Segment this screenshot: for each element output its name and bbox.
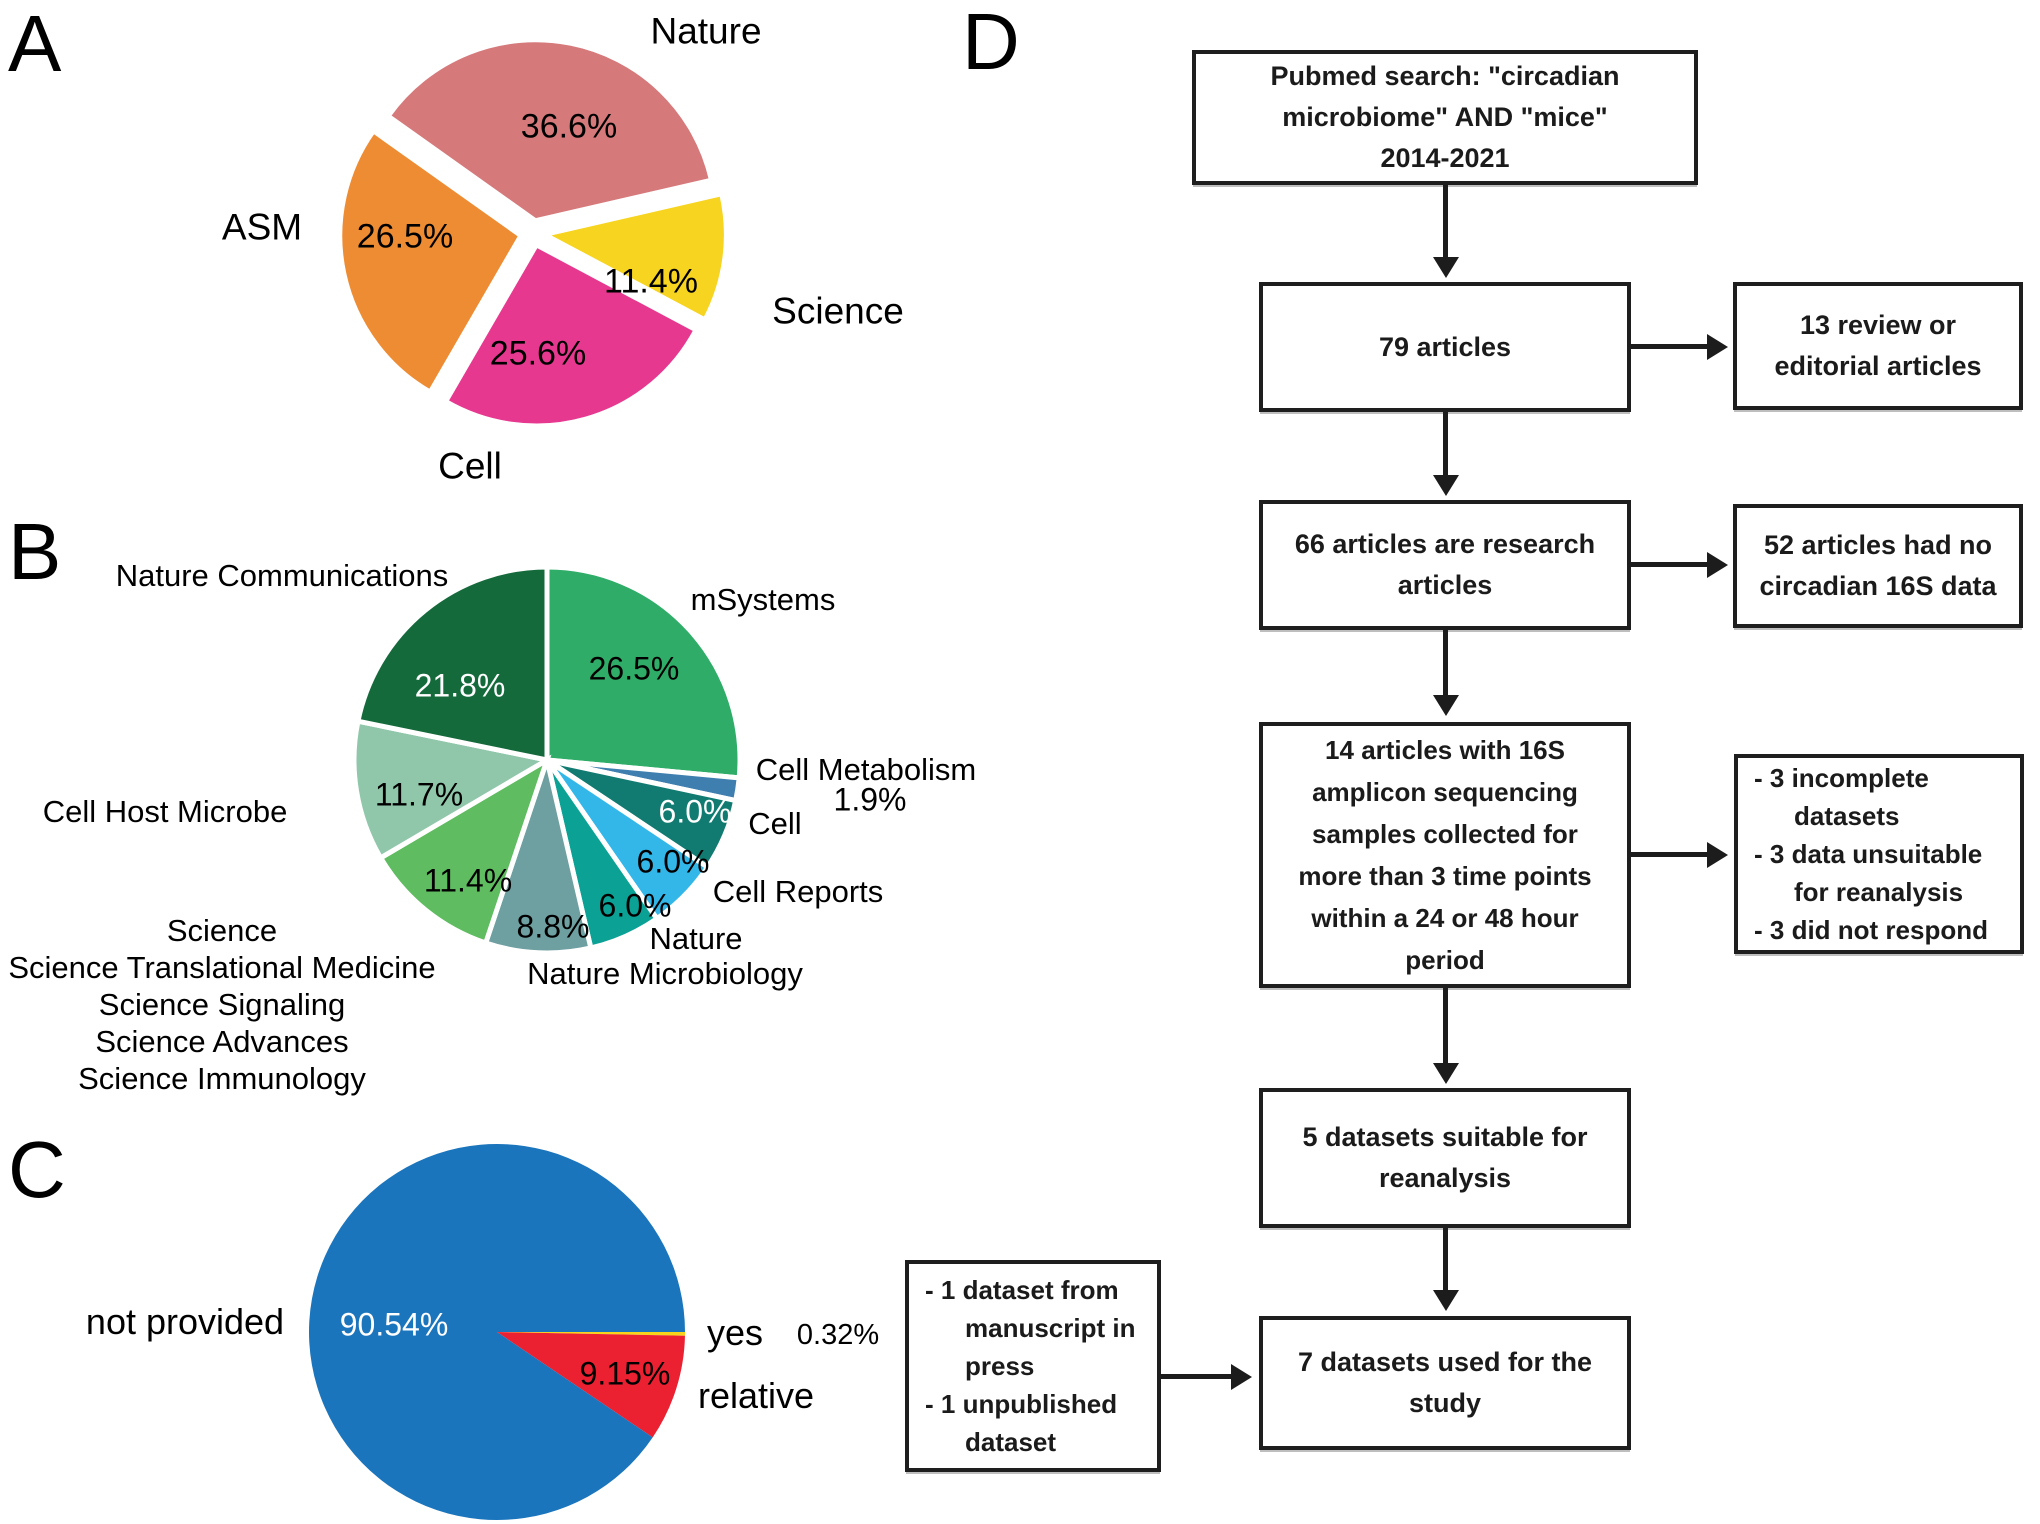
pie-a-label-science: Science (772, 290, 904, 332)
r5-line-2: reanalysis (1378, 1163, 1512, 1193)
pie-c-pct-yes: 0.32% (796, 1319, 880, 1352)
pie-b-pct-nature: 6.0% (598, 887, 672, 924)
science-line-2: Science Translational Medicine (8, 950, 436, 985)
s3-line-4: for reanalysis (1794, 877, 1964, 907)
panel-label-a: A (8, 0, 62, 88)
flow-box-excluded-datasets: - 3 incomplete datasets - 3 data unsuita… (1734, 754, 2024, 954)
pie-a-label-asm: ASM (221, 206, 303, 248)
pie-a-label-cell: Cell (438, 445, 502, 487)
arrow-66-to-14 (1443, 630, 1448, 697)
r7-line-2: study (1408, 1388, 1481, 1418)
pie-b-pct-cell-reports: 6.0% (636, 843, 710, 880)
r14-line-4: more than 3 time points (1298, 861, 1592, 891)
s3-line-1: - 3 incomplete (1754, 763, 1929, 793)
pie-c-label-yes: yes (706, 1312, 764, 1354)
arrow-pubmed-to-79 (1443, 185, 1448, 259)
s13-line-1: 13 review or (1799, 310, 1957, 340)
r14-line-2: amplicon sequencing (1312, 777, 1578, 807)
pubmed-line-2: microbiome" AND "mice" (1282, 102, 1608, 132)
panel-label-c: C (8, 1125, 66, 1214)
science-line-1: Science (166, 913, 278, 948)
pie-a-pct-nature: 36.6% (520, 107, 618, 146)
s1-line-4: - 1 unpublished (925, 1389, 1118, 1419)
pie-b-label-nature: Nature (649, 920, 743, 956)
flow-box-7-datasets: 7 datasets used for the study (1259, 1316, 1631, 1450)
arrow-79-to-13 (1631, 344, 1709, 349)
pie-c-label-not-provided: not provided (85, 1301, 285, 1343)
flow-box-14-articles: 14 articles with 16S amplicon sequencing… (1259, 722, 1631, 988)
r66-line-1: 66 articles are research (1294, 529, 1596, 559)
pie-b-pct-nature-communications: 21.8% (414, 667, 506, 704)
arrow-14-to-excluded (1631, 852, 1709, 857)
r5-line-1: 5 datasets suitable for (1302, 1122, 1588, 1152)
pubmed-line-1: Pubmed search: "circadian (1270, 61, 1620, 91)
pie-b-label-science-group: Science Science Translational Medicine S… (8, 912, 435, 1097)
s1-line-3: press (965, 1351, 1035, 1381)
arrow-14-to-5 (1443, 988, 1448, 1065)
pie-b-label-nature-communications: Nature Communications (115, 557, 449, 593)
science-line-5: Science Immunology (78, 1061, 366, 1096)
pie-b-label-cell: Cell (748, 805, 802, 841)
pie-b-pct-nature-microbiology: 8.8% (516, 908, 590, 945)
panel-label-b: B (8, 507, 62, 596)
pie-a-pct-asm: 26.5% (356, 217, 454, 256)
arrow-66-to-52 (1631, 562, 1709, 567)
r14-line-3: samples collected for (1312, 819, 1578, 849)
pubmed-line-3: 2014-2021 (1380, 143, 1510, 173)
s3-line-5: - 3 did not respond (1754, 915, 1988, 945)
pie-a-label-nature: Nature (650, 10, 762, 52)
science-line-4: Science Advances (95, 1024, 349, 1059)
pie-slice-c-yes (497, 1332, 685, 1336)
pie-c-pct-relative: 9.15% (579, 1355, 671, 1392)
pie-c-label-relative: relative (697, 1375, 815, 1417)
pie-a-pct-cell: 25.6% (489, 334, 587, 373)
r14-line-5: within a 24 or 48 hour (1311, 903, 1579, 933)
pie-b-pct-cell-metabolism: 1.9% (833, 781, 907, 818)
pie-b-label-cell-reports: Cell Reports (712, 873, 884, 909)
s1-line-5: dataset (965, 1427, 1057, 1457)
flow-box-79-articles: 79 articles (1259, 282, 1631, 412)
pie-b-label-msystems: mSystems (690, 581, 836, 617)
flow-box-pubmed-search: Pubmed search: "circadian microbiome" AN… (1192, 50, 1698, 185)
r66-line-2: articles (1397, 570, 1493, 600)
pie-b-pct-msystems: 26.5% (588, 650, 680, 687)
pie-b-label-cell-metabolism: Cell Metabolism (755, 751, 977, 787)
r7-line-1: 7 datasets used for the (1297, 1347, 1593, 1377)
flow-box-13-review: 13 review or editorial articles (1733, 282, 2023, 410)
r14-line-1: 14 articles with 16S (1325, 735, 1565, 765)
pie-b-label-nature-microbiology: Nature Microbiology (527, 955, 803, 991)
flow-box-52-no-16s: 52 articles had no circadian 16S data (1733, 504, 2023, 628)
arrow-79-to-66 (1443, 412, 1448, 477)
arrow-5-to-7 (1443, 1228, 1448, 1292)
r14-line-6: period (1405, 945, 1485, 975)
s3-line-3: - 3 data unsuitable (1754, 839, 1983, 869)
s52-line-1: 52 articles had no (1763, 530, 1993, 560)
s13-line-2: editorial articles (1774, 351, 1982, 381)
arrow-additional-to-7 (1161, 1374, 1233, 1379)
r79-line-1: 79 articles (1378, 331, 1512, 362)
panel-label-d: D (962, 0, 1020, 86)
flow-box-5-datasets: 5 datasets suitable for reanalysis (1259, 1088, 1631, 1228)
flow-box-additional-datasets: - 1 dataset from manuscript in press - 1… (905, 1260, 1161, 1472)
s52-line-2: circadian 16S data (1759, 571, 1997, 601)
pie-b-pct-cell: 6.0% (658, 793, 732, 830)
pie-a-pct-science: 11.4% (604, 262, 698, 301)
science-line-3: Science Signaling (98, 987, 346, 1022)
s3-line-2: datasets (1794, 801, 1900, 831)
pie-slice-b-nature-communications (354, 564, 550, 764)
pie-b-pct-science: 11.4% (423, 862, 513, 899)
s1-line-2: manuscript in (965, 1313, 1136, 1343)
pie-b-pct-cell-host-microbe: 11.7% (374, 776, 464, 813)
pie-b-label-cell-host-microbe: Cell Host Microbe (42, 793, 288, 829)
pie-c-pct-not-provided: 90.54% (339, 1306, 449, 1343)
pie-b-journals (351, 564, 743, 956)
s1-line-1: - 1 dataset from (925, 1275, 1119, 1305)
flow-box-66-research: 66 articles are research articles (1259, 500, 1631, 630)
